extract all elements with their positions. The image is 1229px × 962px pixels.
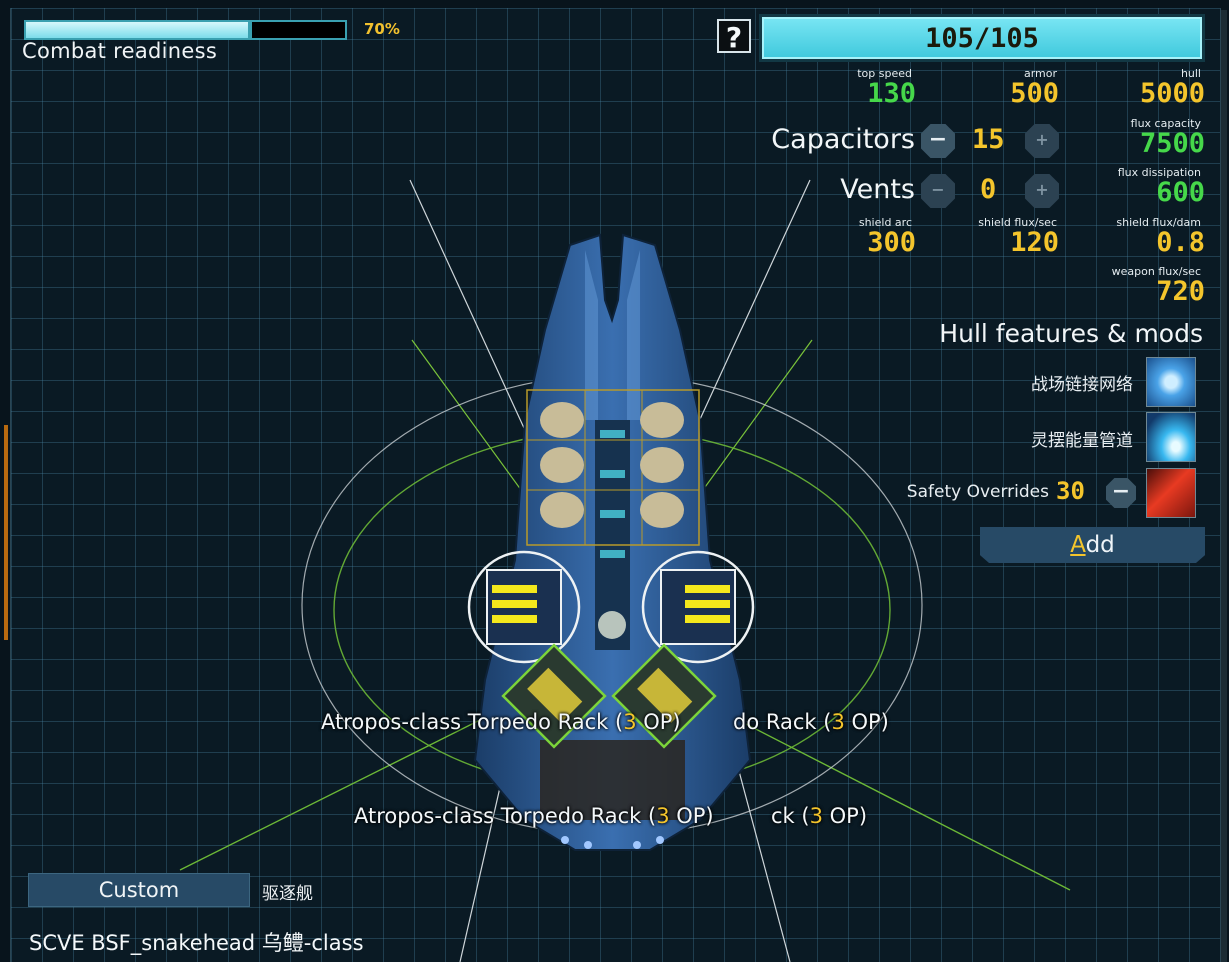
flux-capacity-value: 7500	[1139, 128, 1205, 159]
vents-value: 0	[980, 174, 997, 205]
weapon-label-lower-left: Atropos-class Torpedo Rack (3 OP)	[354, 804, 714, 828]
hull-mod-name-3: Safety Overrides	[906, 482, 1049, 502]
energy-conduit-icon[interactable]	[1146, 412, 1196, 462]
flux-dissipation-value: 600	[1156, 177, 1205, 208]
shield-flux-dam-value: 0.8	[1156, 227, 1205, 258]
top-speed-value: 130	[867, 78, 916, 109]
weapon-label-lower-right: ck (3 OP)	[771, 804, 868, 828]
safety-overrides-remove-button[interactable]: −	[1106, 478, 1136, 508]
ship-name-label: SCVE BSF_snakehead 乌鳢-class	[29, 931, 364, 955]
help-button[interactable]: ?	[717, 19, 751, 54]
capacitors-label: Capacitors	[771, 124, 915, 155]
weapon-flux-sec-label: weapon flux/sec	[1111, 265, 1201, 278]
hull-mod-name-2: 灵摆能量管道	[1031, 431, 1133, 451]
network-knot-icon[interactable]	[1146, 357, 1196, 407]
vents-minus-button[interactable]: −	[921, 174, 955, 208]
right-scrollbar[interactable]	[1221, 10, 1227, 962]
hull-mod-name-1: 战场链接网络	[1031, 375, 1133, 395]
ship-hull	[473, 233, 752, 851]
missile-batteries	[526, 389, 700, 546]
ordnance-points-text: 105/105	[925, 23, 1039, 54]
weapon-flux-sec-value: 720	[1156, 276, 1205, 307]
capacitors-value: 15	[972, 124, 1005, 155]
combat-readiness-bar	[24, 20, 250, 40]
weapon-slot-lower-left[interactable]	[501, 643, 607, 749]
shield-flux-sec-value: 120	[1010, 227, 1059, 258]
weapon-slot-left[interactable]	[467, 550, 581, 664]
flux-dissipation-label: flux dissipation	[1117, 166, 1201, 179]
safety-overrides-icon[interactable]	[1146, 468, 1196, 518]
shield-flux-dam-label: shield flux/dam	[1116, 216, 1201, 229]
vents-label: Vents	[840, 174, 915, 205]
safety-overrides-op: 30	[1056, 477, 1085, 505]
capacitors-minus-button[interactable]: −	[921, 124, 955, 158]
add-hullmod-button[interactable]: Add	[980, 527, 1205, 563]
combat-readiness-percent: 70%	[364, 20, 400, 38]
weapon-slot-right[interactable]	[641, 550, 755, 664]
shield-flux-sec-label: shield flux/sec	[978, 216, 1057, 229]
combat-readiness-label: Combat readiness	[22, 39, 218, 63]
weapon-label-upper-right: do Rack (3 OP)	[733, 710, 889, 734]
hull-value: 5000	[1139, 78, 1205, 109]
flux-capacity-label: flux capacity	[1130, 117, 1201, 130]
shield-arc-value: 300	[867, 227, 916, 258]
variant-custom-button[interactable]: Custom	[28, 873, 250, 907]
hull-mods-title: Hull features & mods	[939, 319, 1203, 348]
weapon-label-upper-left: Atropos-class Torpedo Rack (3 OP)	[321, 710, 681, 734]
weapon-slot-lower-right[interactable]	[611, 643, 717, 749]
left-edge-strip	[4, 425, 8, 640]
combat-readiness-bar-remainder	[250, 20, 347, 40]
vents-plus-button[interactable]: +	[1025, 174, 1059, 208]
ship-role-label: 驱逐舰	[262, 884, 313, 904]
armor-label: armor	[1023, 67, 1057, 80]
top-speed-label: top speed	[857, 67, 912, 80]
ordnance-points-bar: 105/105	[759, 14, 1205, 62]
armor-value: 500	[1010, 78, 1059, 109]
shield-arc-label: shield arc	[858, 216, 912, 229]
capacitors-plus-button[interactable]: +	[1025, 124, 1059, 158]
hull-label: hull	[1180, 67, 1201, 80]
